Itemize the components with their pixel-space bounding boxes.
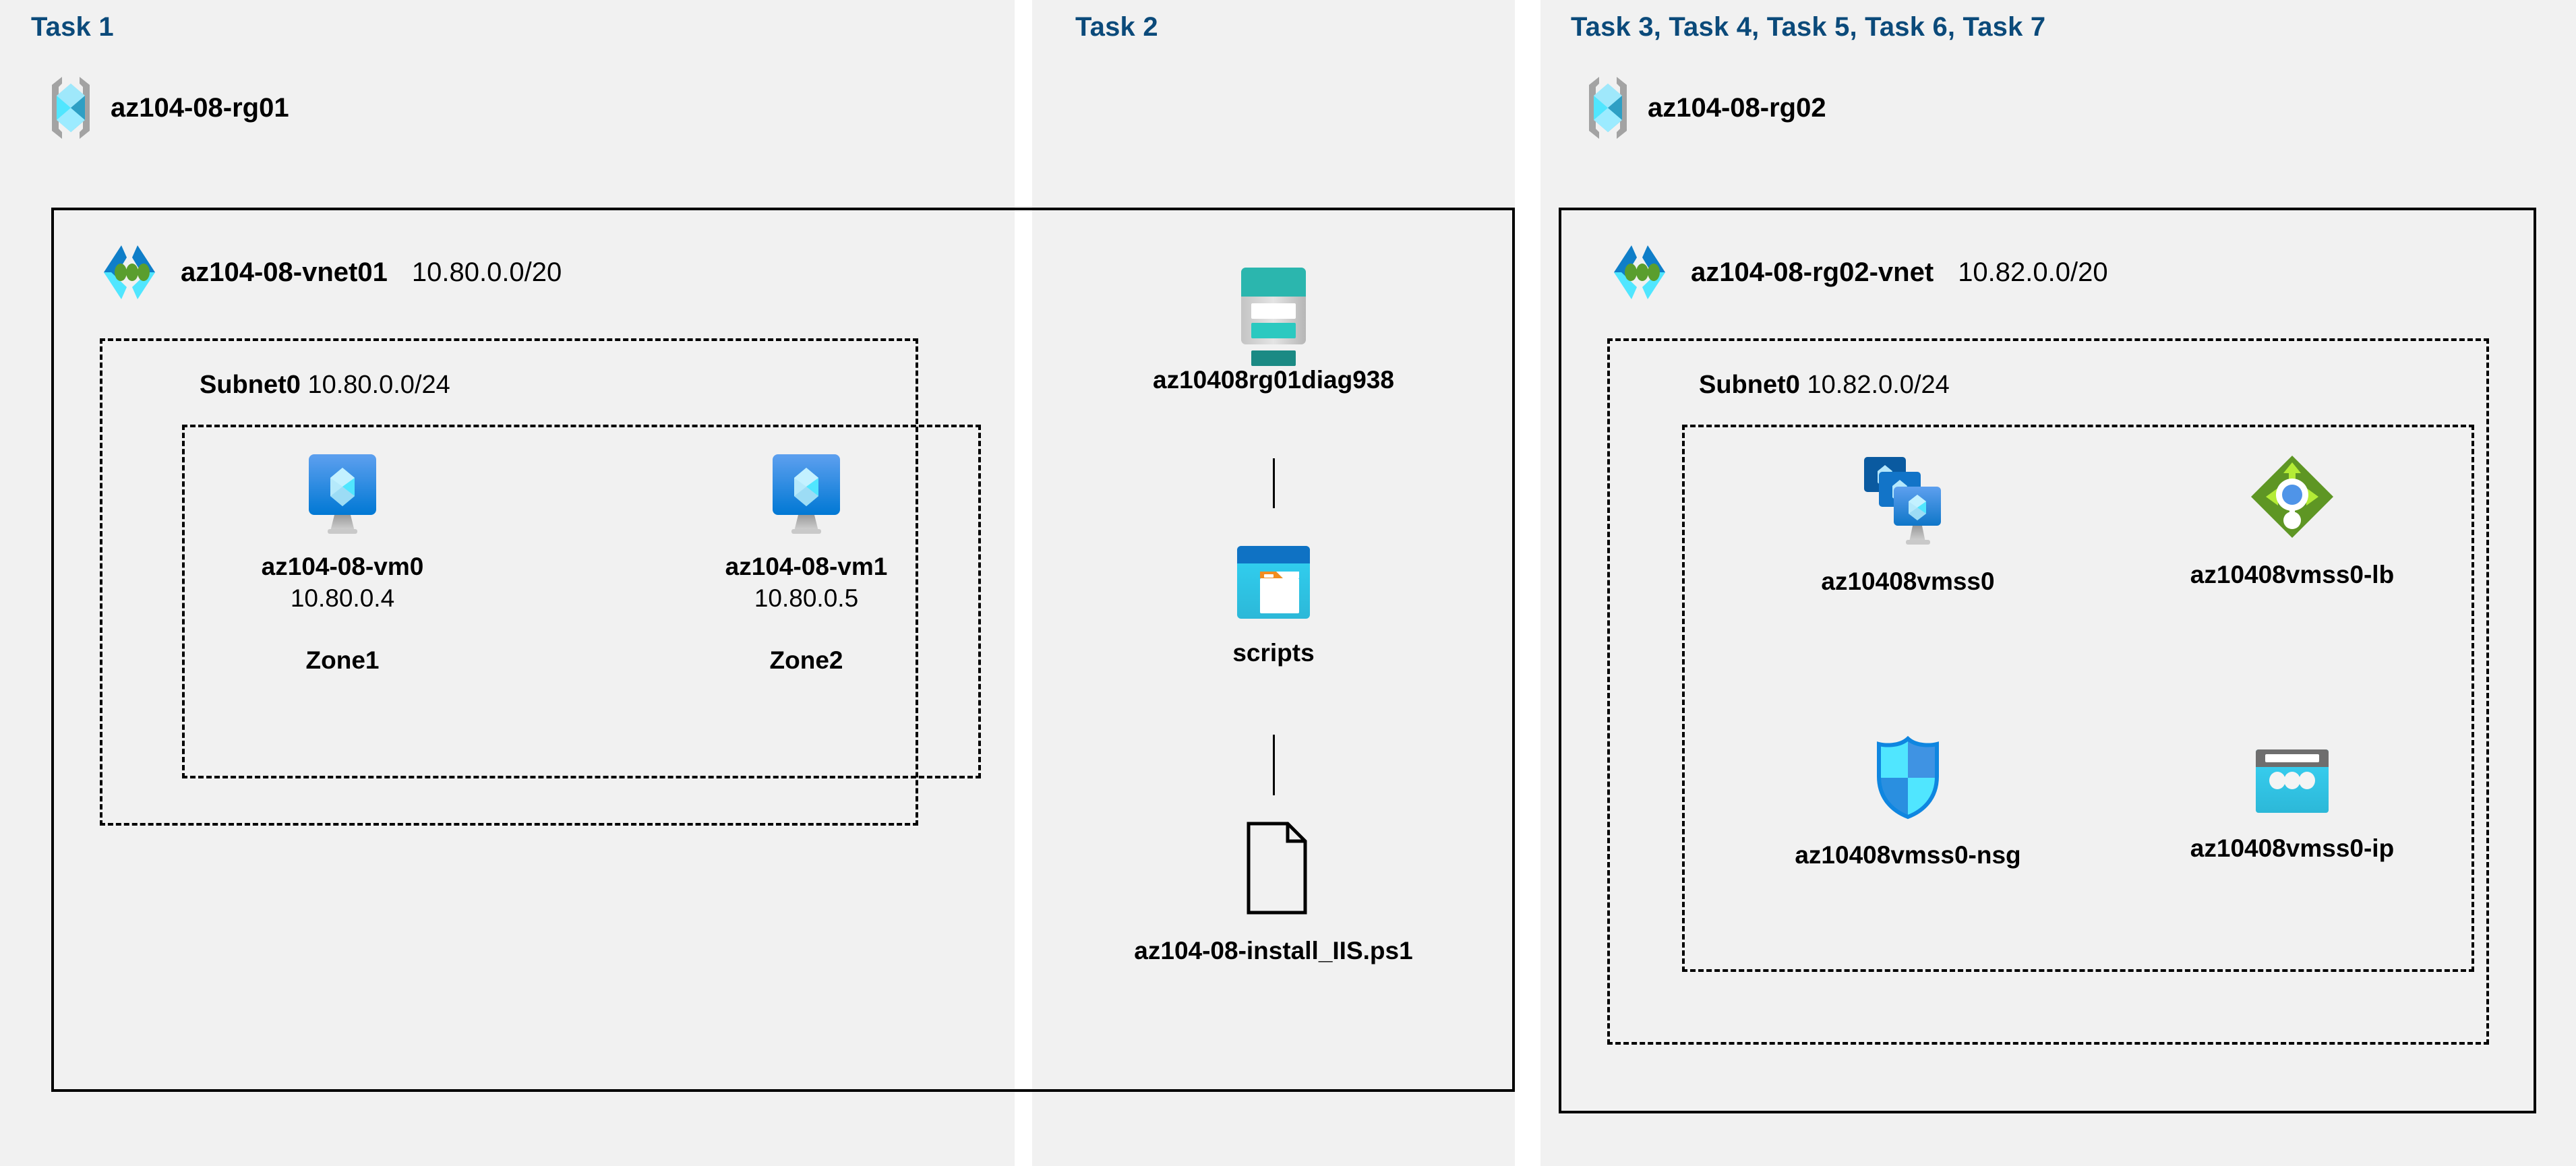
subnet-box-left <box>100 338 918 826</box>
vnet-cidr-label: 10.80.0.0/20 <box>411 257 562 287</box>
subnet-cidr: 10.82.0.0/24 <box>1807 371 1950 399</box>
network-security-group-icon <box>1871 735 1945 821</box>
storage-stripe-dark <box>1251 350 1296 366</box>
vnet-name-label: az104-08-rg02-vnet <box>1691 257 1934 287</box>
virtual-machine-icon <box>769 453 844 535</box>
vm-scale-set-icon <box>1859 453 1957 547</box>
vnet-header-right[interactable]: az104-08-rg02-vnet 10.82.0.0/20 <box>1605 243 2108 302</box>
load-balancer-label: az10408vmss0-lb <box>2190 561 2395 588</box>
storage-account-node[interactable]: az10408rg01diag938 <box>1139 266 1408 396</box>
subnet-label-right: Subnet0 10.82.0.0/24 <box>1699 371 1950 400</box>
resource-group-label: az104-08-rg01 <box>111 92 289 123</box>
vm-zone-0: Zone1 <box>305 646 380 675</box>
vm-node-1[interactable]: az104-08-vm1 10.80.0.5 Zone2 <box>725 453 887 675</box>
vnet-cidr-label: 10.82.0.0/20 <box>1958 257 2108 287</box>
resource-group-rg02[interactable]: az104-08-rg02 <box>1583 74 1826 142</box>
panel-task1 <box>0 0 1015 1166</box>
blob-container-node[interactable]: scripts <box>1172 545 1375 669</box>
public-ip-node[interactable]: az10408vmss0-ip <box>2144 748 2440 865</box>
script-file-label: az104-08-install_IIS.ps1 <box>1134 937 1413 964</box>
vm-ip-1: 10.80.0.5 <box>754 584 859 612</box>
vm-node-0[interactable]: az104-08-vm0 10.80.0.4 Zone1 <box>262 453 423 675</box>
storage-account-icon <box>1240 266 1307 346</box>
vm-zone-1: Zone2 <box>769 646 843 675</box>
vnet-box-right <box>1559 208 2536 1113</box>
resource-group-label: az104-08-rg02 <box>1648 92 1826 123</box>
load-balancer-node[interactable]: az10408vmss0-lb <box>2144 453 2440 591</box>
resource-group-rg01[interactable]: az104-08-rg01 <box>46 74 289 142</box>
vnet-name-label: az104-08-vnet01 <box>181 257 388 287</box>
task-title-2: Task 2 <box>1075 12 1158 42</box>
connector-container-to-file <box>1273 735 1275 795</box>
subnet-label-left: Subnet0 10.80.0.0/24 <box>200 371 450 400</box>
subnet-name: Subnet0 <box>200 371 301 399</box>
vm-name-0: az104-08-vm0 <box>261 553 424 580</box>
task-title-1: Task 1 <box>31 12 114 42</box>
resource-group-icon <box>46 74 96 142</box>
task-title-3-7: Task 3, Task 4, Task 5, Task 6, Task 7 <box>1571 12 2046 42</box>
script-file-node[interactable]: az104-08-install_IIS.ps1 <box>1085 821 1462 967</box>
blob-container-label: scripts <box>1232 639 1315 667</box>
blob-container-icon <box>1236 545 1311 620</box>
script-file-icon <box>1231 821 1316 915</box>
resource-group-icon <box>1583 74 1633 142</box>
nsg-label: az10408vmss0-nsg <box>1795 841 2021 869</box>
connector-storage-to-container <box>1273 458 1275 508</box>
virtual-network-icon <box>1605 243 1675 302</box>
virtual-machine-icon <box>305 453 380 535</box>
public-ip-address-icon <box>2254 748 2330 814</box>
subnet-name: Subnet0 <box>1699 371 1800 399</box>
vnet-header-left[interactable]: az104-08-vnet01 10.80.0.0/20 <box>94 243 562 302</box>
vmss-label: az10408vmss0 <box>1821 567 1995 595</box>
storage-account-label: az10408rg01diag938 <box>1153 366 1394 394</box>
subnet-cidr: 10.80.0.0/24 <box>307 371 450 399</box>
vm-name-1: az104-08-vm1 <box>725 553 888 580</box>
virtual-network-icon <box>94 243 164 302</box>
vnet-box-left <box>51 208 1515 1092</box>
vmss-node[interactable]: az10408vmss0 <box>1760 453 2056 598</box>
subnet-box-right <box>1607 338 2489 1045</box>
vm-ip-0: 10.80.0.4 <box>290 584 395 612</box>
public-ip-label: az10408vmss0-ip <box>2190 834 2395 862</box>
load-balancer-icon <box>2248 453 2336 541</box>
zone-box-left <box>182 425 981 778</box>
nsg-node[interactable]: az10408vmss0-nsg <box>1760 735 2056 871</box>
resource-group-box-right <box>1682 425 2474 972</box>
